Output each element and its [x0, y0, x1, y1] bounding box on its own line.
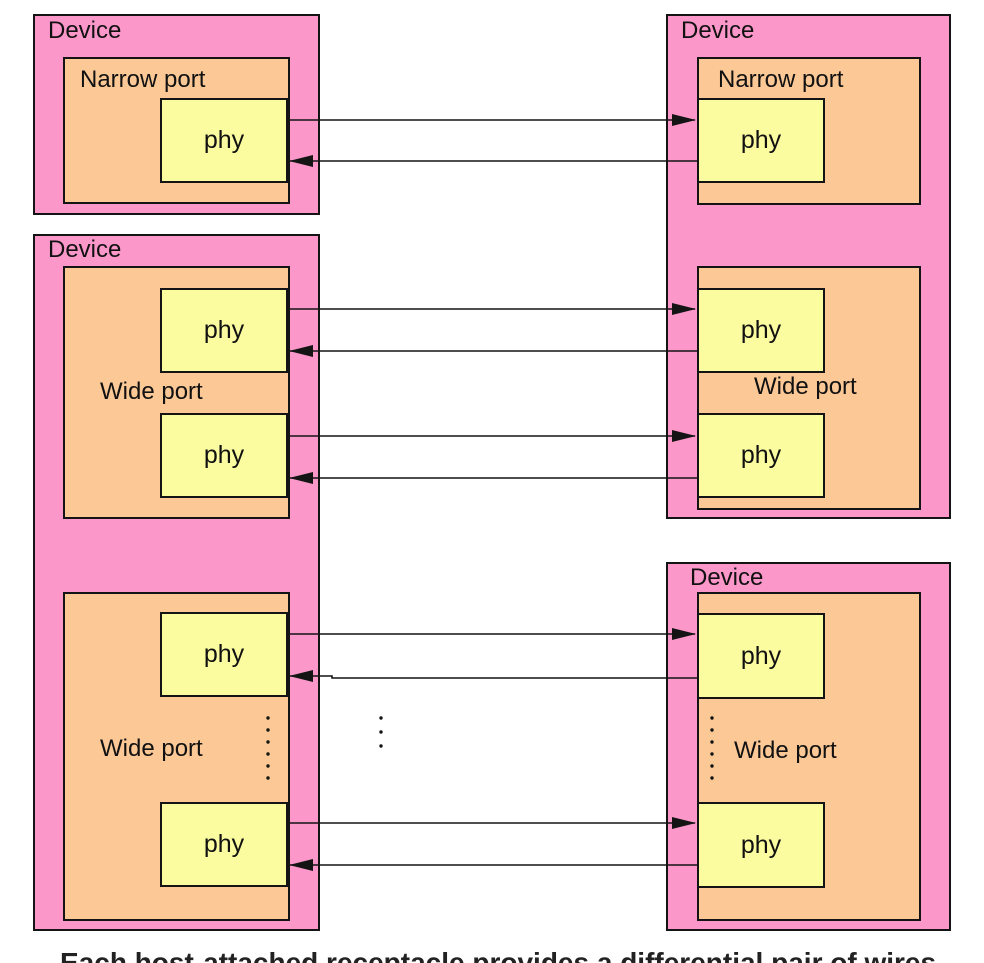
narrow-port-left-label: Narrow port — [80, 66, 206, 93]
device-top-left-label: Device — [48, 17, 122, 44]
figure-caption: Each host-attached receptacle provides a… — [60, 934, 960, 963]
phy-right-wide-3: phy — [697, 613, 825, 699]
wide-port-left-bottom-label: Wide port — [100, 735, 203, 762]
phy-right-narrow: phy — [697, 98, 825, 183]
link-rx-4 — [289, 670, 697, 682]
device-left-label: Device — [48, 236, 122, 263]
wide-port-right-top-label: Wide port — [754, 373, 857, 400]
figure-caption-text: Each host-attached receptacle provides a… — [60, 947, 937, 963]
phy-left-wide-4: phy — [160, 802, 288, 887]
phy-left-wide-1: phy — [160, 288, 288, 373]
ellipsis-dots — [266, 716, 714, 780]
narrow-port-right-label: Narrow port — [718, 66, 844, 93]
phy-left-narrow: phy — [160, 98, 288, 183]
device-top-right-label: Device — [681, 17, 755, 44]
wide-port-left-top-label: Wide port — [100, 378, 203, 405]
phy-right-wide-2: phy — [697, 413, 825, 498]
phy-right-wide-1: phy — [697, 288, 825, 373]
phy-left-wide-2: phy — [160, 413, 288, 498]
device-bottom-right-label: Device — [690, 564, 764, 591]
phy-right-wide-4: phy — [697, 802, 825, 888]
phy-left-wide-3: phy — [160, 612, 288, 697]
wide-port-right-bottom-label: Wide port — [734, 737, 837, 764]
